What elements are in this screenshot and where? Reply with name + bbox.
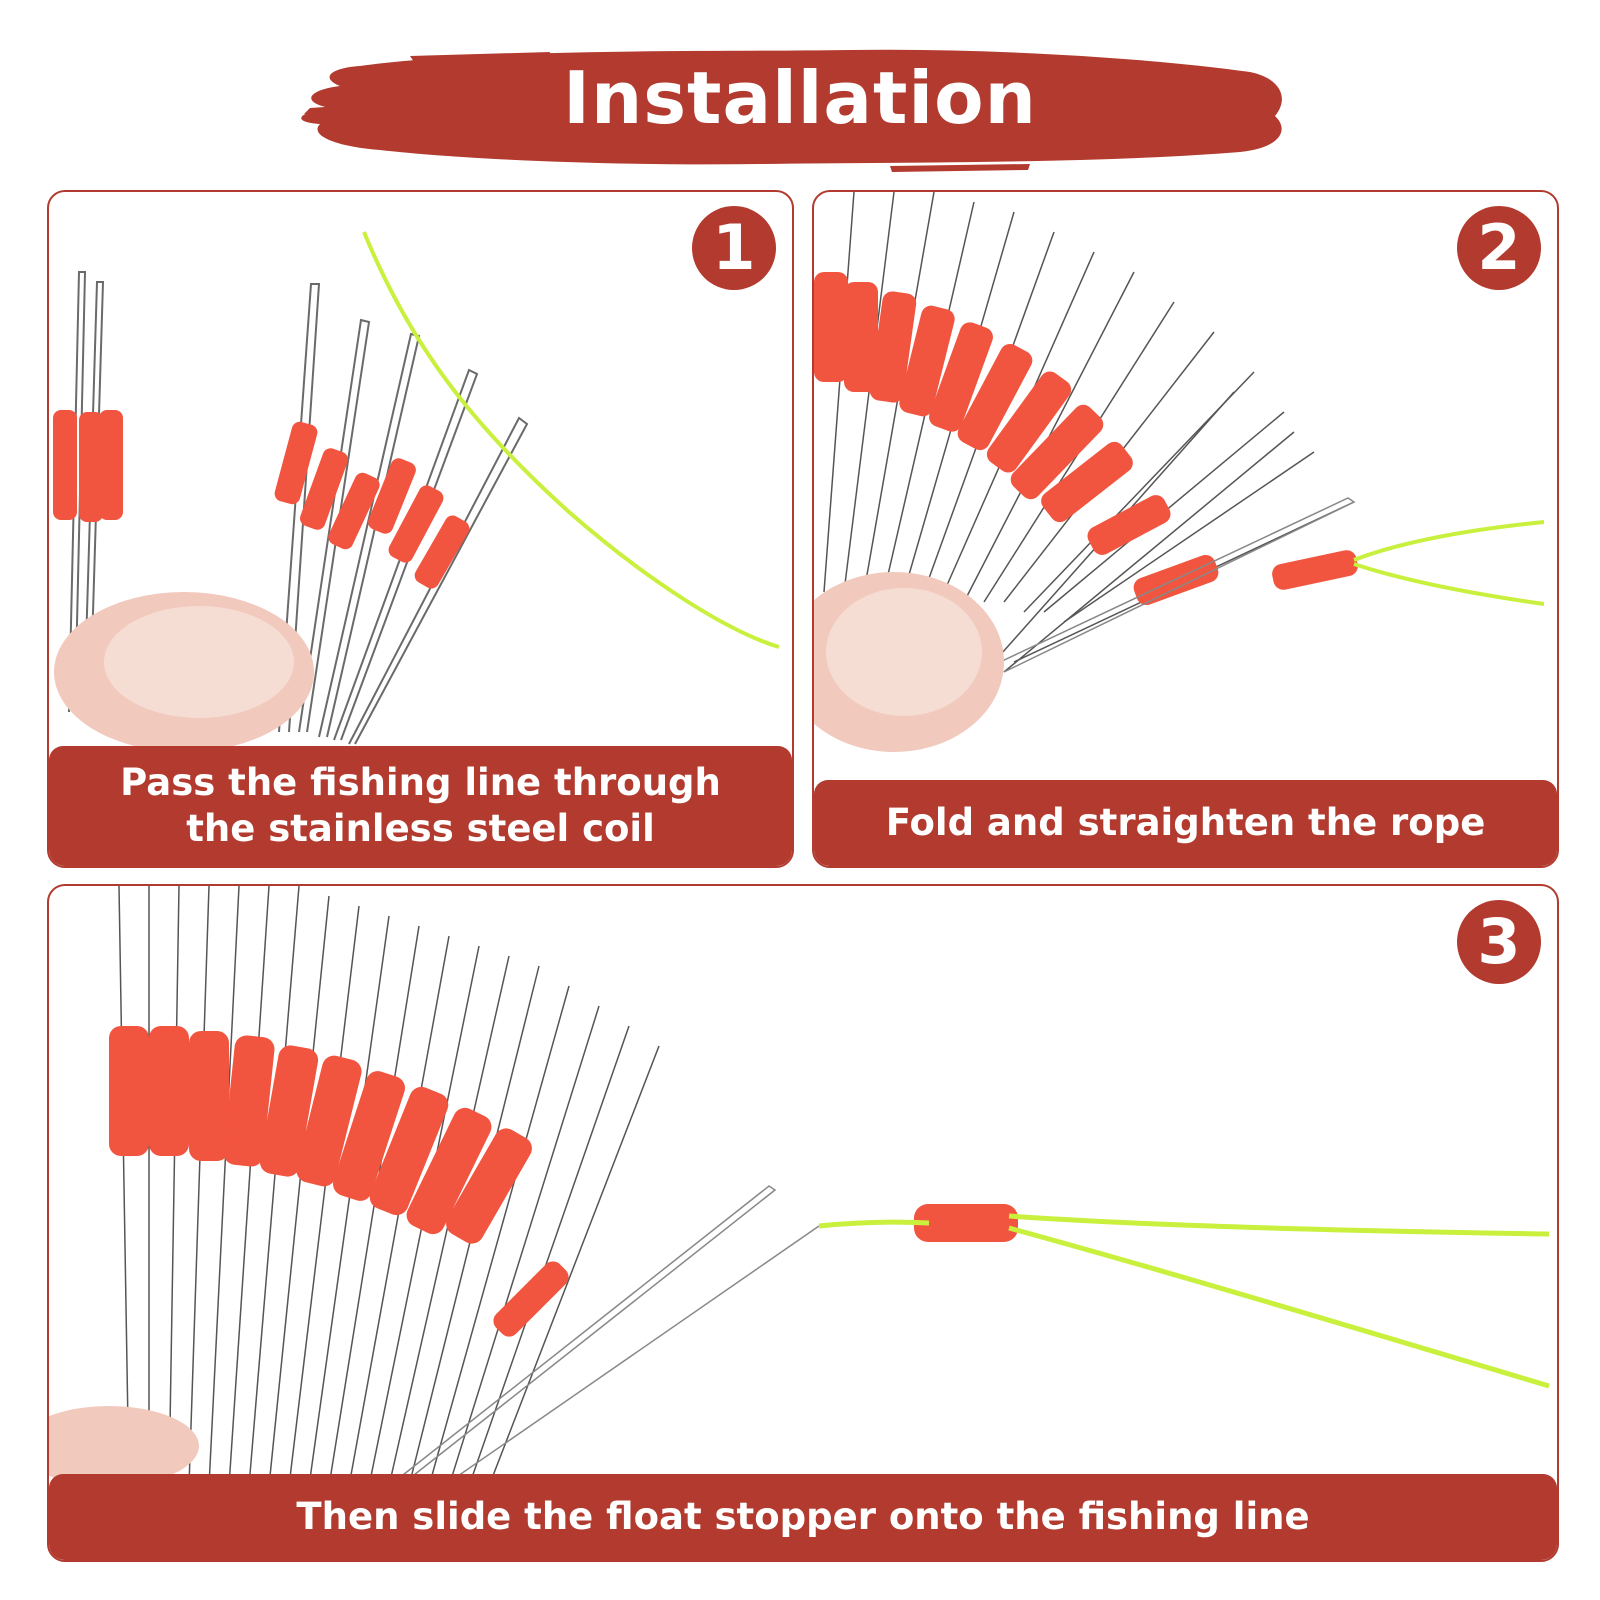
page-title: Installation (563, 56, 1037, 140)
title-banner: Installation (290, 38, 1310, 178)
step-panel-2: 2 Fold and straighten the rope (812, 190, 1559, 868)
step-3-photo (49, 886, 1550, 1497)
step-caption-line: Pass the fishing line through (120, 761, 721, 804)
step-panel-1: 1 Pass the fishing line through the stai… (47, 190, 794, 868)
step-panel-3: 3 Then slide the float stopper onto the … (47, 884, 1559, 1562)
step-number-badge: 1 (692, 206, 776, 290)
step-caption: Then slide the float stopper onto the fi… (49, 1474, 1557, 1560)
brush-stroke-shape (301, 49, 1282, 172)
step-caption: Fold and straighten the rope (814, 780, 1557, 866)
step-1-photo (53, 231, 780, 752)
step-caption: Pass the fishing line through the stainl… (49, 746, 792, 866)
step-number-badge: 2 (1457, 206, 1541, 290)
step-2-photo (814, 192, 1545, 752)
step-number-badge: 3 (1457, 900, 1541, 984)
step-caption-line: the stainless steel coil (186, 807, 655, 850)
